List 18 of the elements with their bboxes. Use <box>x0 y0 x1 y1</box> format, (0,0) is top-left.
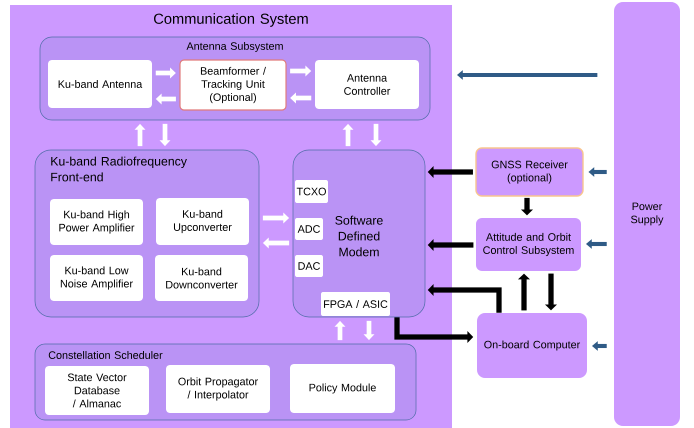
component-box: State Vector Database / Almanac <box>45 366 149 415</box>
component-box: Ku-band Antenna <box>48 60 152 108</box>
chip-box: TCXO <box>295 180 328 203</box>
component-box: Beamformer / Tracking Unit (Optional) <box>179 59 287 111</box>
component-box: Ku-band Downconverter <box>155 255 248 301</box>
subsystem-box: On-board Computer <box>477 313 587 378</box>
chip-box: DAC <box>295 255 323 277</box>
component-box: Antenna Controller <box>315 60 419 109</box>
power-supply-bar: Power Supply <box>614 2 680 426</box>
chip-box: ADC <box>295 218 323 240</box>
component-box: Ku-band Upconverter <box>156 198 249 245</box>
component-box: Orbit Propagator / Interpolator <box>166 365 270 413</box>
chip-box: FPGA / ASIC <box>321 292 390 316</box>
component-box: Ku-band Low Noise Amplifier <box>50 255 143 301</box>
subsystem-box: GNSS Receiver (optional) <box>475 147 584 197</box>
subsystem-box: Attitude and Orbit Control Subsystem <box>476 218 581 271</box>
component-box: Ku-band High Power Amplifier <box>50 199 143 245</box>
component-box: Policy Module <box>290 364 395 413</box>
